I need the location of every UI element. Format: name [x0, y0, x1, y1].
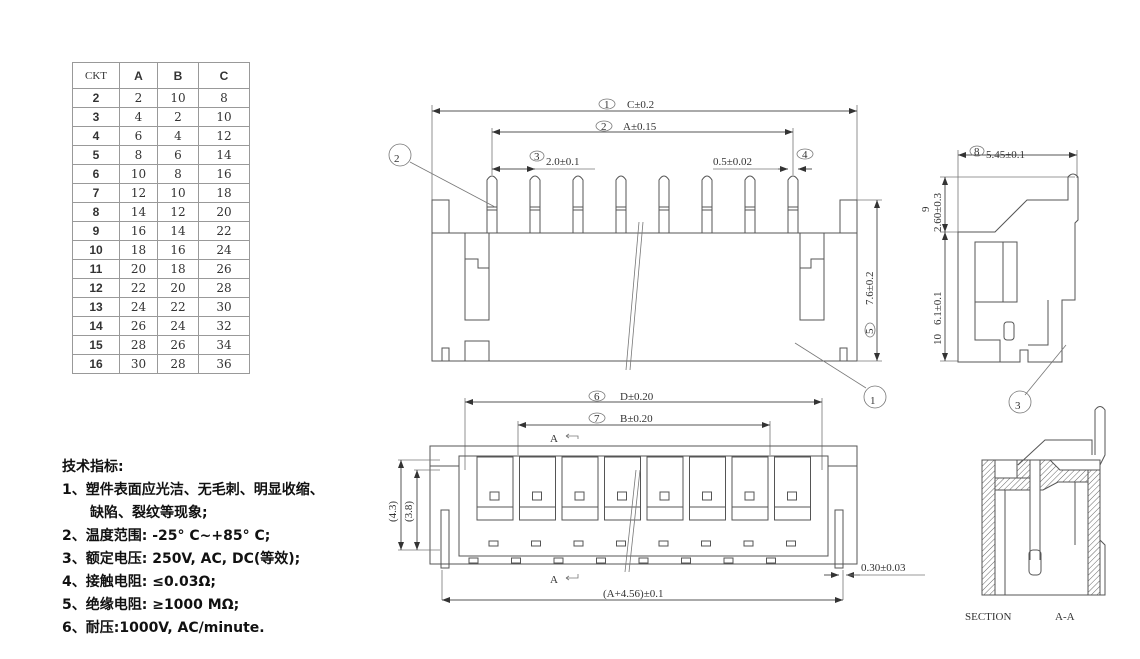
section-mark-bottom: A: [550, 574, 558, 586]
col-a: A: [119, 62, 158, 89]
col-ckt: CKT: [72, 62, 120, 89]
marker-4: 4: [802, 149, 808, 161]
marker-6: 6: [594, 391, 600, 403]
dim-3-8-label: (3.8): [403, 501, 415, 522]
cell-c: 30: [198, 297, 250, 317]
bottom-view: 6 D±0.20 7 B±0.20 A A (4.3) (3.8) (A+4.5…: [387, 390, 925, 603]
contact-slot: [638, 456, 684, 564]
dim-2-60-label: 2.60±0.3: [932, 192, 944, 232]
side-view: 8 5.45±0.1 2.60±0.3 9 6.1±0.1 10 3: [920, 145, 1079, 414]
pin: [615, 175, 627, 233]
pin: [744, 175, 756, 233]
dim-height-label: 7.6±0.2: [864, 271, 876, 305]
spec-item: 缺陷、裂纹等现象;: [90, 505, 208, 521]
spec-item: 4、接触电阻: ≤0.03Ω;: [62, 574, 216, 590]
dim-b-label: B±0.20: [620, 413, 653, 425]
dim-a-label: A±0.15: [623, 121, 657, 133]
dim-d-label: D±0.20: [620, 391, 654, 403]
pin: [787, 175, 799, 233]
dim-6-1-label: 6.1±0.1: [932, 291, 944, 325]
contact-slot: [681, 456, 726, 564]
marker-1: 1: [604, 99, 610, 111]
contact-slot: [766, 456, 811, 564]
cell-a: 28: [119, 335, 158, 355]
cell-ckt: 11: [72, 259, 120, 279]
spec-item: 6、耐压:1000V, AC/minute.: [62, 620, 265, 636]
dim-c-label: C±0.2: [627, 99, 654, 111]
cell-a: 12: [119, 183, 158, 203]
cell-c: 22: [198, 221, 250, 241]
cell-ckt: 16: [72, 354, 120, 374]
section-title: SECTION: [965, 611, 1012, 623]
cell-a: 30: [119, 354, 158, 374]
cell-a: 16: [119, 221, 158, 241]
spec-item: 2、温度范围: -25° C~+85° C;: [62, 528, 271, 544]
callout-2: 2: [394, 153, 400, 165]
pin: [486, 175, 498, 233]
pin: [529, 175, 541, 233]
spec-item: 5、绝缘电阻: ≥1000 MΩ;: [62, 597, 240, 613]
cell-c: 10: [198, 107, 250, 127]
cell-a: 26: [119, 316, 158, 336]
dim-pin-width-label: 0.5±0.02: [713, 156, 752, 168]
section-mark-top: A: [550, 433, 558, 445]
dim-4-3-label: (4.3): [387, 501, 399, 522]
dim-depth-label: 5.45±0.1: [986, 149, 1025, 161]
dim-total-label: (A+4.56)±0.1: [603, 588, 664, 600]
cell-b: 22: [157, 297, 199, 317]
pin: [658, 175, 670, 233]
section-view: SECTION A-A: [965, 406, 1106, 623]
dim-tail-label: 0.30±0.03: [861, 562, 906, 574]
contact-slot: [723, 456, 769, 564]
marker-3: 3: [534, 151, 540, 163]
front-view: 1 C±0.2 2 A±0.15 3 2.0±0.1 0.5±0.02 4 7.…: [388, 98, 887, 409]
marker-2: 2: [601, 121, 607, 133]
technical-specs: 技术指标: 1、塑件表面应光洁、无毛刺、明显收缩、 缺陷、裂纹等现象; 2、温度…: [62, 456, 324, 640]
cell-c: 14: [198, 145, 250, 165]
pin: [572, 175, 584, 233]
marker-10: 10: [932, 334, 944, 346]
marker-9: 9: [920, 206, 932, 212]
marker-5: 5: [864, 328, 876, 334]
contact-slot: [553, 456, 599, 564]
specs-title: 技术指标:: [62, 459, 124, 475]
callout-3: 3: [1015, 400, 1021, 412]
cell-b: 12: [157, 202, 199, 222]
table-header-row: CKT A B C: [72, 62, 250, 89]
contact-slot: [511, 456, 556, 564]
spec-item: 3、额定电压: 250V, AC, DC(等效);: [62, 551, 301, 567]
cell-b: 20: [157, 278, 199, 298]
contact-slot: [468, 456, 514, 564]
cell-c: 36: [198, 354, 250, 374]
marker-8: 8: [974, 146, 980, 158]
callout-1: 1: [870, 395, 876, 407]
contact-slot: [596, 456, 641, 564]
spec-item: 1、塑件表面应光洁、无毛刺、明显收缩、: [62, 482, 324, 498]
pin: [701, 175, 713, 233]
section-name: A-A: [1055, 611, 1075, 623]
marker-7: 7: [594, 413, 600, 425]
dim-pitch-label: 2.0±0.1: [546, 156, 580, 168]
